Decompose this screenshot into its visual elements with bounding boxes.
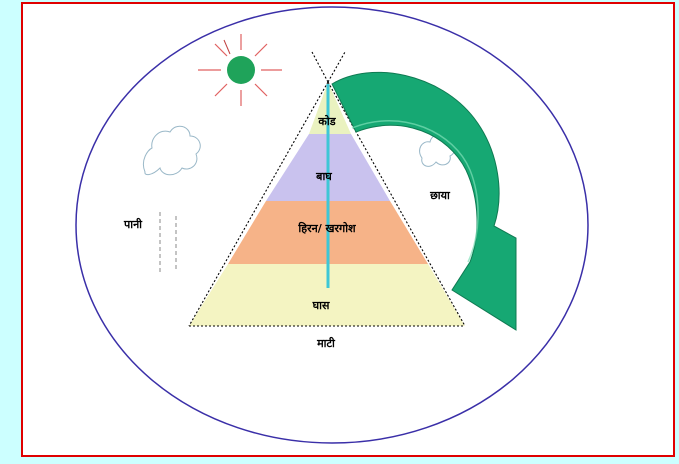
deer-rabbit-label: हिरन/ खरगोश bbox=[297, 221, 356, 235]
water-label: पानी bbox=[123, 217, 143, 231]
peak-label: कोड bbox=[317, 114, 336, 128]
sun-icon bbox=[198, 34, 282, 106]
shade-label: छाया bbox=[429, 189, 451, 202]
rain-lines bbox=[160, 212, 176, 274]
tiger-label: बाघ bbox=[315, 170, 332, 183]
grass-label: घास bbox=[312, 299, 330, 312]
left-cloud-icon bbox=[143, 126, 200, 175]
soil-label: माटी bbox=[316, 336, 336, 350]
